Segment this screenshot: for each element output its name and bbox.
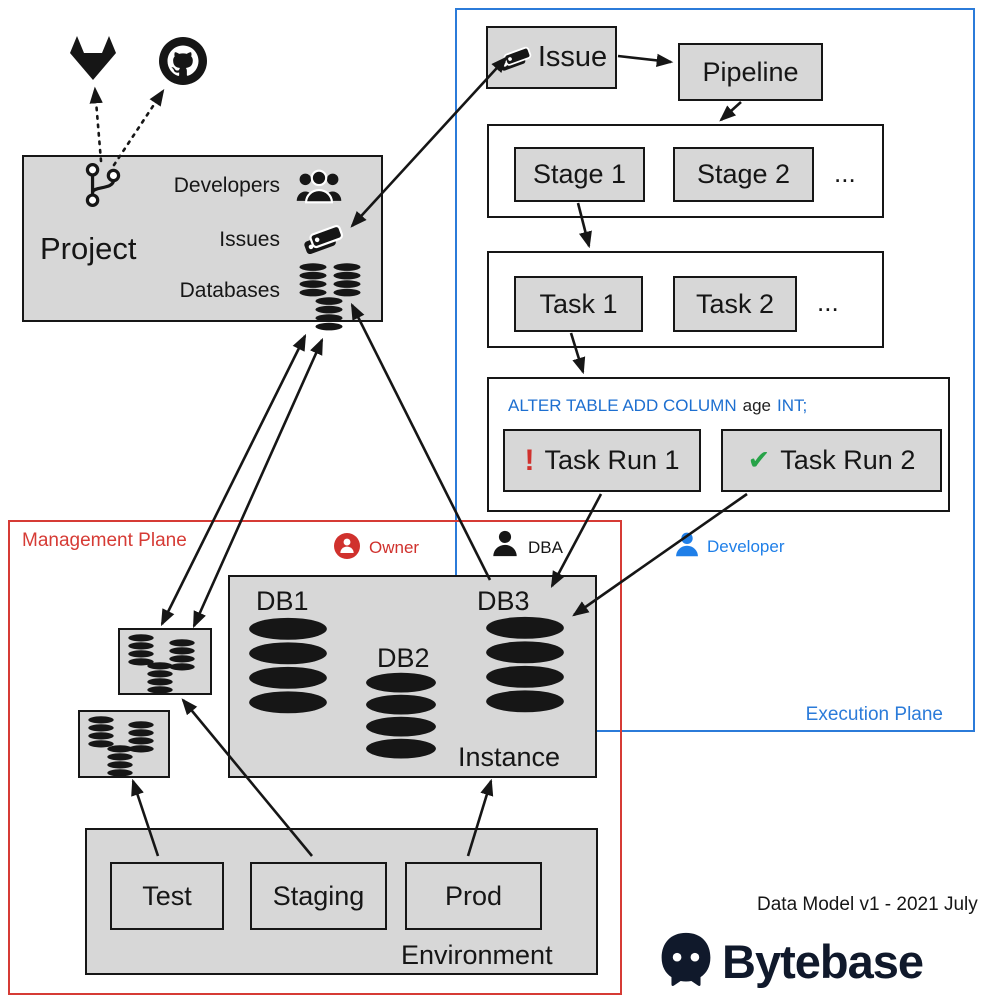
task-run-group: ALTER TABLE ADD COLUMN age INT; ! Task R… xyxy=(487,377,950,512)
people-icon xyxy=(296,169,342,204)
instance-label: Instance xyxy=(458,742,561,772)
db3-icon xyxy=(482,616,568,714)
staging-node: Staging xyxy=(250,862,387,930)
issues-label: Issues xyxy=(219,228,280,251)
gitlab-icon xyxy=(66,34,120,82)
db-cluster-1 xyxy=(118,628,212,695)
stage-2-node: Stage 2 xyxy=(673,147,814,202)
git-branch-icon xyxy=(84,160,122,210)
management-plane-label: Management Plane xyxy=(22,530,187,551)
developer-person-icon xyxy=(676,532,698,557)
db3-label: DB3 xyxy=(477,586,530,616)
stage-group: Stage 1 Stage 2 ... xyxy=(487,124,884,218)
database-stack-icon xyxy=(314,297,344,331)
database-stack-icon xyxy=(298,263,328,297)
bytebase-logo-icon xyxy=(656,930,716,990)
task-run-1-label: Task Run 1 xyxy=(544,445,680,475)
tags-icon xyxy=(496,42,532,73)
project-node: Project Developers Issues Databases xyxy=(22,155,383,322)
db2-icon xyxy=(359,672,443,760)
success-check-icon: ✔ xyxy=(747,445,771,475)
github-icon xyxy=(158,36,208,86)
version-caption: Data Model v1 - 2021 July xyxy=(757,894,978,915)
task-run-1-node: ! Task Run 1 xyxy=(503,429,701,492)
error-exclamation-icon: ! xyxy=(524,443,535,477)
sql-statement: ALTER TABLE ADD COLUMN age INT; xyxy=(508,396,807,416)
task-2-label: Task 2 xyxy=(695,288,775,319)
task-run-2-label: Task Run 2 xyxy=(780,445,916,475)
db1-label: DB1 xyxy=(256,586,309,616)
prod-label: Prod xyxy=(444,880,503,911)
tags-icon xyxy=(300,219,344,257)
test-label: Test xyxy=(142,880,192,911)
arrow-git-to-gitlab xyxy=(89,86,103,163)
issue-node: Issue xyxy=(486,26,617,89)
stage-1-label: Stage 1 xyxy=(532,159,627,189)
task-group: Task 1 Task 2 ... xyxy=(487,251,884,348)
database-stack-icon xyxy=(106,745,134,777)
issue-label: Issue xyxy=(537,41,608,73)
task-run-2-node: ✔ Task Run 2 xyxy=(721,429,942,492)
sql-keyword: ALTER TABLE ADD COLUMN xyxy=(508,396,737,415)
task-1-label: Task 1 xyxy=(539,288,618,319)
project-title: Project xyxy=(40,231,137,266)
task-2-node: Task 2 xyxy=(673,276,797,332)
staging-label: Staging xyxy=(272,880,365,911)
database-stack-icon xyxy=(87,716,115,748)
db-cluster-2 xyxy=(78,710,170,778)
environment-node: Test Staging Prod Environment xyxy=(85,828,598,975)
pipeline-node: Pipeline xyxy=(678,43,823,101)
databases-label: Databases xyxy=(179,279,280,302)
pipeline-label: Pipeline xyxy=(702,56,799,87)
owner-person-icon xyxy=(334,533,360,559)
test-node: Test xyxy=(110,862,224,930)
execution-plane-label: Execution Plane xyxy=(805,704,943,725)
environment-label: Environment xyxy=(401,940,553,970)
developer-label: Developer xyxy=(707,537,785,556)
instance-node: DB1 DB2 DB3 Instance xyxy=(228,575,597,778)
dba-person-icon xyxy=(493,530,517,557)
database-stack-icon xyxy=(332,263,362,297)
arrow-git-to-github xyxy=(112,89,165,167)
db1-icon xyxy=(244,617,332,715)
bytebase-wordmark: Bytebase xyxy=(722,935,924,988)
prod-node: Prod xyxy=(405,862,542,930)
stage-ellipsis: ... xyxy=(834,158,856,188)
stage-2-label: Stage 2 xyxy=(696,159,791,189)
db2-label: DB2 xyxy=(377,643,430,673)
dba-label: DBA xyxy=(528,538,563,557)
sql-identifier: age xyxy=(742,396,771,415)
task-ellipsis: ... xyxy=(817,287,839,317)
developers-label: Developers xyxy=(173,174,280,197)
sql-keyword: INT; xyxy=(777,396,808,415)
task-1-node: Task 1 xyxy=(514,276,643,332)
database-stack-icon xyxy=(146,662,174,694)
stage-1-node: Stage 1 xyxy=(514,147,645,202)
owner-label: Owner xyxy=(369,538,420,557)
